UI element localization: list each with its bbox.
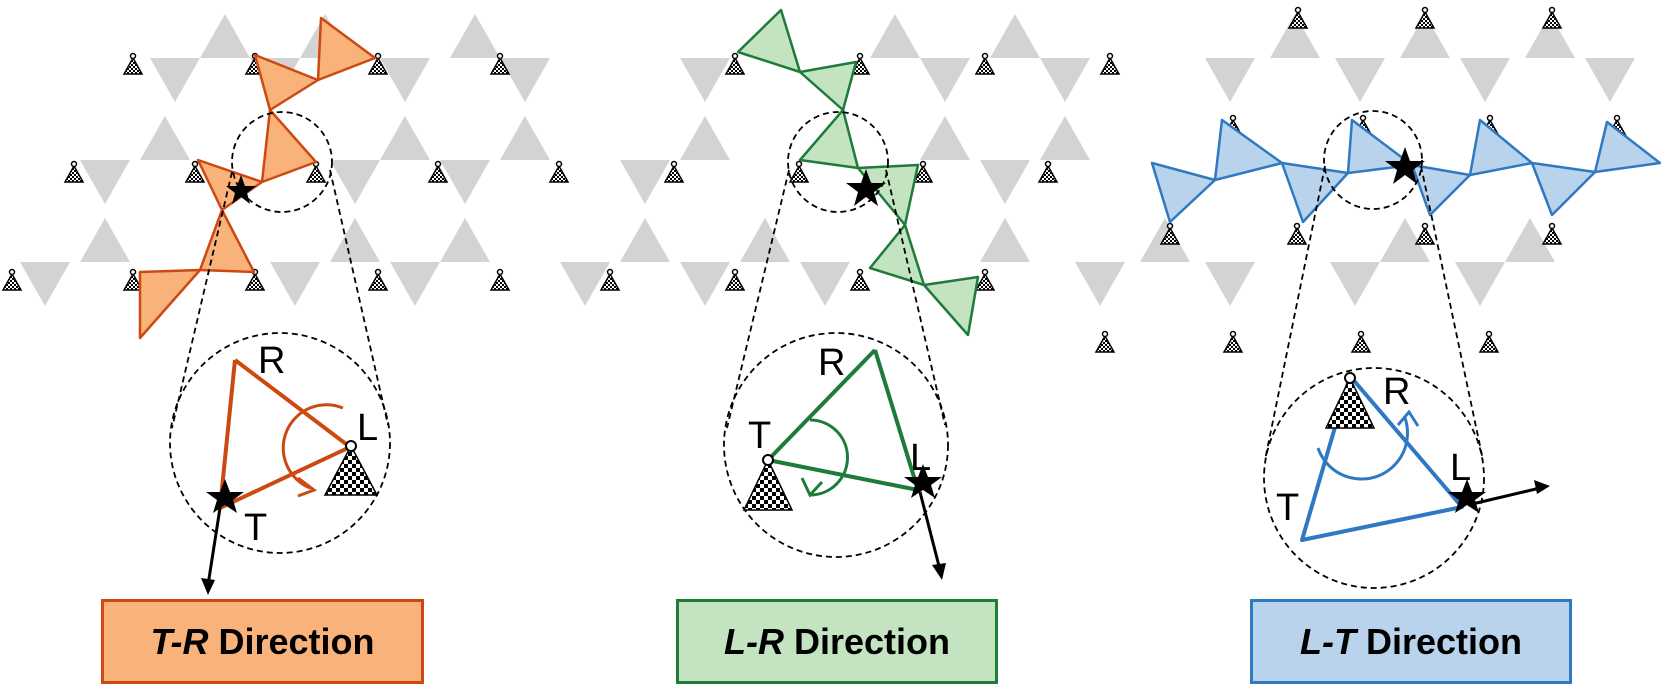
panel-tr-label-l: L xyxy=(357,407,378,449)
panel-lr-label-t: T xyxy=(748,415,771,457)
panel-tr-detail-triangle xyxy=(201,358,379,595)
caption-lt-word: Direction xyxy=(1365,620,1522,662)
panel-lt-label-l: L xyxy=(1450,447,1471,489)
panel-lt-label-r: R xyxy=(1383,371,1410,413)
panel-lr-label-r: R xyxy=(818,342,845,384)
panel-tr-anchor-markers xyxy=(1,52,570,291)
panel-lr-label-l: L xyxy=(910,437,931,479)
panel-tr-zoom xyxy=(169,111,391,554)
panel-lt-lattice xyxy=(1075,14,1635,306)
panel-lr-detail-triangle xyxy=(742,348,946,580)
panel-lr-anchor-markers xyxy=(599,52,1121,291)
caption-tr-word: Direction xyxy=(218,620,375,662)
panel-tr-label-r: R xyxy=(258,340,285,382)
panel-lr-chain xyxy=(736,8,980,337)
caption-lr-prefix: L-R xyxy=(723,620,784,662)
panel-lr-lattice xyxy=(560,14,1090,306)
panel-lt-zoom xyxy=(1263,110,1485,589)
panel-tr-chain xyxy=(138,16,377,340)
panel-lt-label-t: T xyxy=(1276,487,1299,529)
caption-tr-prefix: T-R xyxy=(150,620,209,662)
panel-lr-zoom xyxy=(723,111,949,558)
caption-lr-word: Direction xyxy=(793,620,950,662)
panel-tr-label-t: T xyxy=(244,507,267,549)
panel-lt-detail-triangle xyxy=(1300,372,1550,542)
panel-lt-chain xyxy=(1150,118,1661,224)
caption-lt-prefix: L-T xyxy=(1300,620,1356,662)
panel-tr-lattice xyxy=(20,14,550,306)
